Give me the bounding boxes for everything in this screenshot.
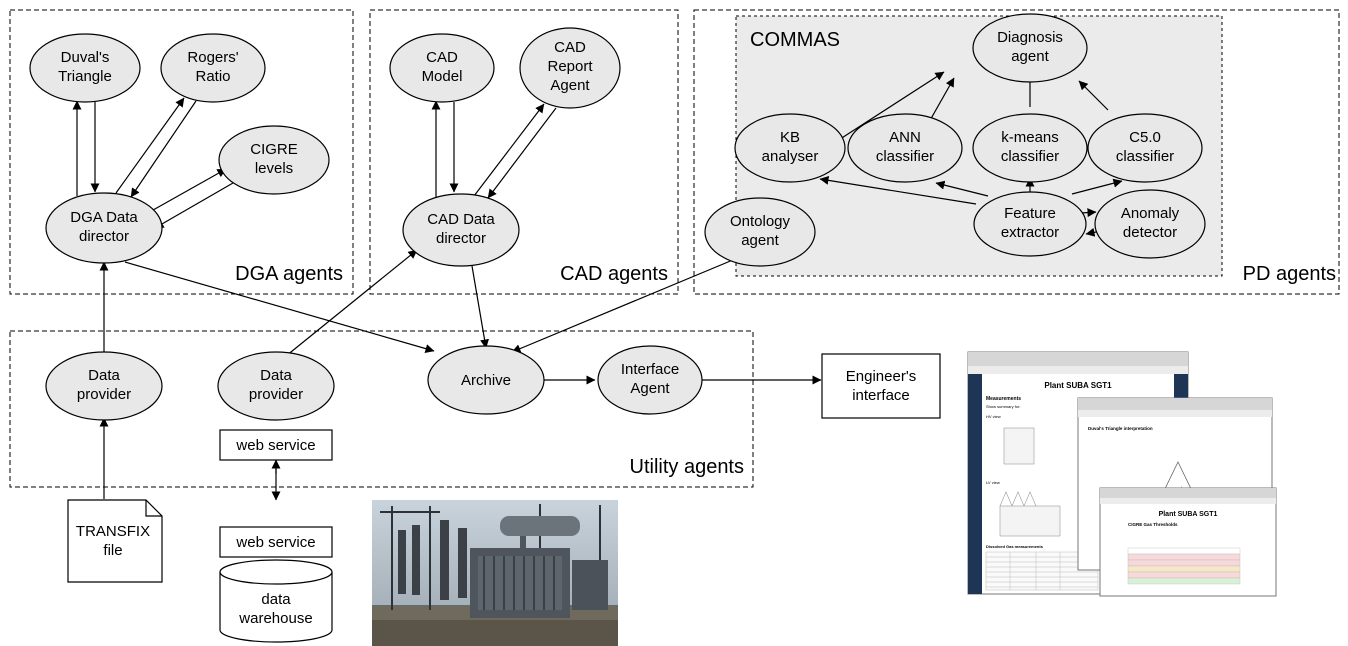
cad-agents-group: [369, 9, 679, 295]
middle-screen-heading: Duval's Triangle interpretation: [1088, 426, 1153, 431]
utility-agents-label: Utility agents: [630, 456, 745, 478]
back-screen-dissolved: Dissolved Gas measurements: [986, 544, 1044, 549]
archive-node: [427, 345, 545, 415]
back-screen-lv-view: LV view: [986, 480, 1000, 485]
ontology-agent-node: [704, 197, 816, 267]
engineers-interface-box: [821, 353, 941, 419]
transfix-file-document: [67, 499, 163, 583]
kb-analyser-node: [734, 113, 846, 183]
utility-agents-group: [9, 330, 754, 488]
connections: [72, 68, 1123, 501]
transformer-photo: [372, 500, 618, 646]
archive-label: Archive: [461, 372, 511, 389]
back-screen-summary-label: Show summary for:: [986, 404, 1020, 409]
cigre-levels-node: [218, 125, 330, 195]
interface-agent-node: [597, 345, 703, 415]
back-screen-measurements: Measurements: [986, 396, 1021, 402]
cad-data-director-node: [402, 193, 520, 267]
diagnosis-agent-node: [972, 13, 1088, 83]
front-screen-heading: CIGRE Gas Thresholds: [1128, 522, 1178, 527]
rogers-ratio-label: Rogers'Ratio: [187, 49, 238, 85]
duvals-triangle-node: [29, 33, 141, 103]
data-provider-2-node: [217, 351, 335, 421]
screenshot-front: Plant SUBA SGT1 CIGRE Gas Thresholds: [1099, 487, 1277, 597]
cad-agents-label: CAD agents: [560, 263, 668, 285]
cad-model-node: [389, 33, 495, 103]
pd-agents-group: [693, 9, 1340, 295]
dga-agents-label: DGA agents: [235, 263, 343, 285]
kmeans-classifier-node: [972, 113, 1088, 183]
pd-agents-label: PD agents: [1243, 263, 1336, 285]
front-screen-title: Plant SUBA SGT1: [1159, 511, 1218, 518]
cad-report-agent-node: [519, 27, 621, 109]
data-warehouse-cylinder: [219, 559, 333, 643]
rogers-ratio-node: [160, 33, 266, 103]
anomaly-detector-node: [1094, 189, 1206, 259]
back-screen-hv-view: HV view: [986, 414, 1001, 419]
dga-agents-group: [9, 9, 354, 295]
commas-label: COMMAS: [750, 29, 840, 51]
feature-extractor-node: [973, 191, 1087, 257]
web-service-lower-label: web service: [235, 534, 315, 551]
web-service-upper-label: web service: [235, 437, 315, 454]
web-service-box-lower: [219, 526, 333, 558]
data-provider-1-node: [45, 351, 163, 421]
back-screen-title: Plant SUBA SGT1: [1044, 381, 1112, 390]
dga-data-director-node: [45, 192, 163, 264]
web-service-box-upper: [219, 429, 333, 461]
interface-screenshots: Plant SUBA SGT1 Measurements Show summar…: [967, 351, 1277, 597]
ann-classifier-node: [847, 113, 963, 183]
c50-classifier-node: [1087, 113, 1203, 183]
